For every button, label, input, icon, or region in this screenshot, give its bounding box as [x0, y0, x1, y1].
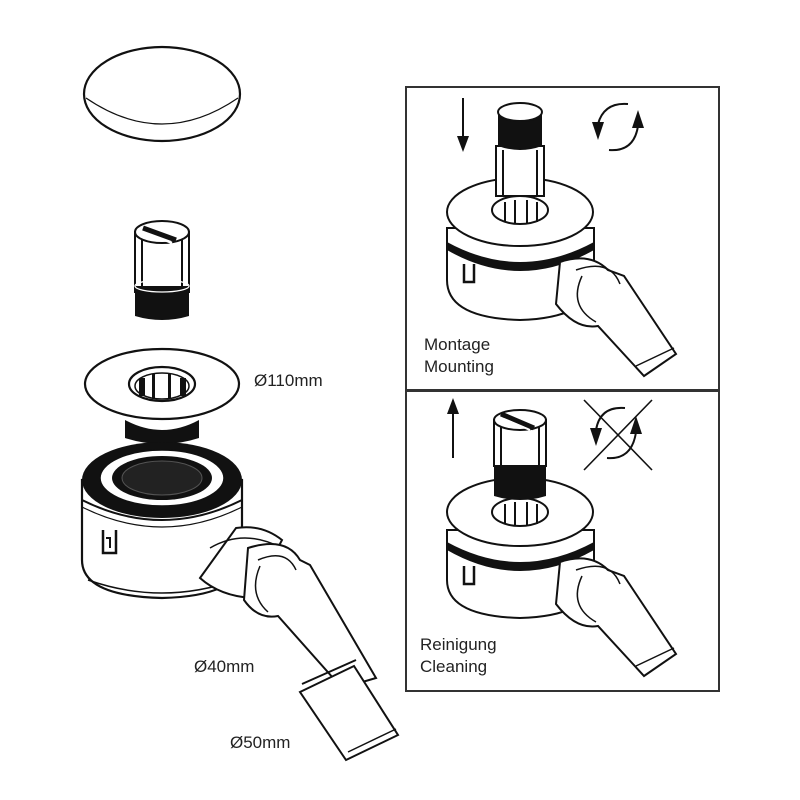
- outlet-large-diameter-label: Ø50mm: [230, 733, 291, 752]
- mounting-panel-drawing: [446, 98, 678, 378]
- panel-divider: [405, 389, 719, 392]
- mounting-caption-en: Mounting: [424, 357, 494, 376]
- flange-ring-icon: [83, 347, 241, 444]
- cleaning-caption-de: Reinigung: [420, 635, 497, 654]
- outlet-pipe-icon: [198, 526, 400, 762]
- cleaning-caption-en: Cleaning: [420, 657, 488, 676]
- mounting-caption: Montage Mounting: [424, 334, 494, 378]
- rotate-arrows-icon: [592, 102, 644, 152]
- cleaning-panel-drawing: [446, 398, 678, 678]
- up-arrow-icon: [447, 398, 459, 458]
- cleaning-caption: Reinigung Cleaning: [420, 634, 497, 678]
- flange-diameter-label: Ø110mm: [254, 371, 323, 390]
- cover-cap-icon: [82, 45, 242, 143]
- mounting-caption-de: Montage: [424, 335, 491, 354]
- trap-body-icon: [80, 442, 244, 600]
- down-arrow-icon: [457, 98, 469, 152]
- outlet-small-diameter-label: Ø40mm: [194, 657, 255, 676]
- insert-cartridge-icon: [134, 220, 190, 320]
- rotate-arrows-crossed-icon: [583, 399, 653, 471]
